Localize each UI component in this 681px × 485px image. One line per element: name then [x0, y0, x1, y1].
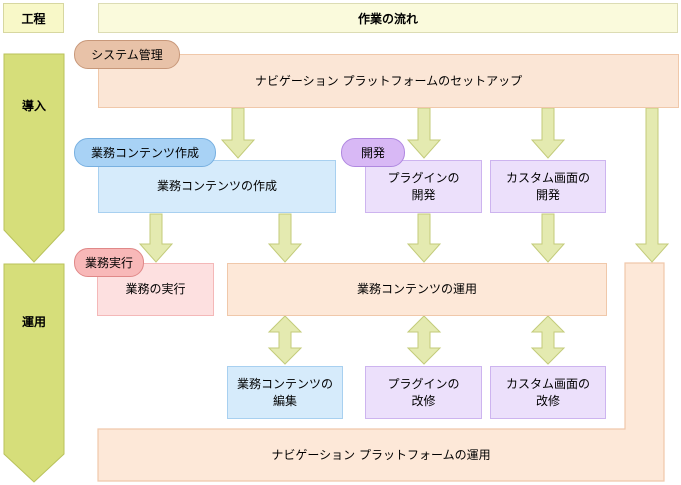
content-ops-label: 業務コンテンツの運用 [356, 282, 477, 296]
custom-dev-box: カスタム画面の 開発 [490, 160, 606, 213]
content-ops-box: 業務コンテンツの運用 [227, 263, 607, 316]
tag-development: 開発 [341, 138, 405, 167]
arrow-setup-to-custom [530, 107, 566, 159]
content-edit-box: 業務コンテンツの 編集 [227, 366, 343, 419]
phase-operation-label: 運用 [21, 314, 46, 329]
tag-content-creation: 業務コンテンツ作成 [74, 138, 216, 167]
arrow-content-to-ops [267, 213, 303, 263]
content-create-box: 業務コンテンツの作成 [98, 160, 336, 213]
arrow-ops-edit [267, 315, 303, 365]
arrow-ops-plugin-fix [406, 315, 442, 365]
tag-system-admin-label: システム管理 [91, 48, 163, 62]
tag-execution-label: 業務実行 [84, 256, 133, 270]
arrow-ops-custom-fix [530, 315, 566, 365]
header-flow-label: 作業の流れ [357, 11, 418, 26]
tag-execution: 業務実行 [74, 248, 144, 277]
arrow-setup-to-plugin [406, 107, 442, 159]
plugin-fix-label: プラグインの 改修 [387, 376, 460, 408]
arrow-setup-to-nav-ops [634, 107, 670, 263]
tag-content-creation-label: 業務コンテンツ作成 [90, 146, 199, 160]
custom-dev-label: カスタム画面の 開発 [505, 170, 590, 202]
plugin-dev-box: プラグインの 開発 [365, 160, 482, 213]
content-create-label: 業務コンテンツの作成 [156, 179, 277, 193]
plugin-fix-box: プラグインの 改修 [365, 366, 482, 419]
tag-development-label: 開発 [360, 146, 385, 160]
arrow-custom-to-ops [530, 213, 566, 263]
content-edit-label: 業務コンテンツの 編集 [236, 376, 333, 408]
tag-system-admin: システム管理 [74, 40, 180, 69]
header-flow: 作業の流れ [98, 3, 678, 33]
arrow-plugin-to-ops [406, 213, 442, 263]
arrow-setup-to-content [220, 107, 256, 159]
header-phase-label: 工程 [21, 11, 46, 26]
nav-setup-box: ナビゲーション プラットフォームのセットアップ [98, 54, 679, 108]
phase-arrow-introduction [3, 53, 65, 263]
nav-ops-box: ナビゲーション プラットフォームの運用 [98, 429, 664, 481]
custom-fix-box: カスタム画面の 改修 [490, 366, 606, 419]
nav-ops-label: ナビゲーション プラットフォームの運用 [271, 447, 491, 462]
header-phase: 工程 [3, 3, 64, 33]
arrow-content-to-exec [138, 213, 174, 263]
nav-ops-container [97, 262, 665, 482]
phase-introduction-label: 導入 [21, 98, 46, 113]
nav-setup-label: ナビゲーション プラットフォームのセットアップ [254, 73, 523, 88]
custom-fix-label: カスタム画面の 改修 [505, 376, 590, 408]
business-exec-label: 業務の実行 [125, 282, 186, 296]
plugin-dev-label: プラグインの 開発 [387, 170, 460, 202]
phase-arrow-operation [3, 263, 65, 483]
